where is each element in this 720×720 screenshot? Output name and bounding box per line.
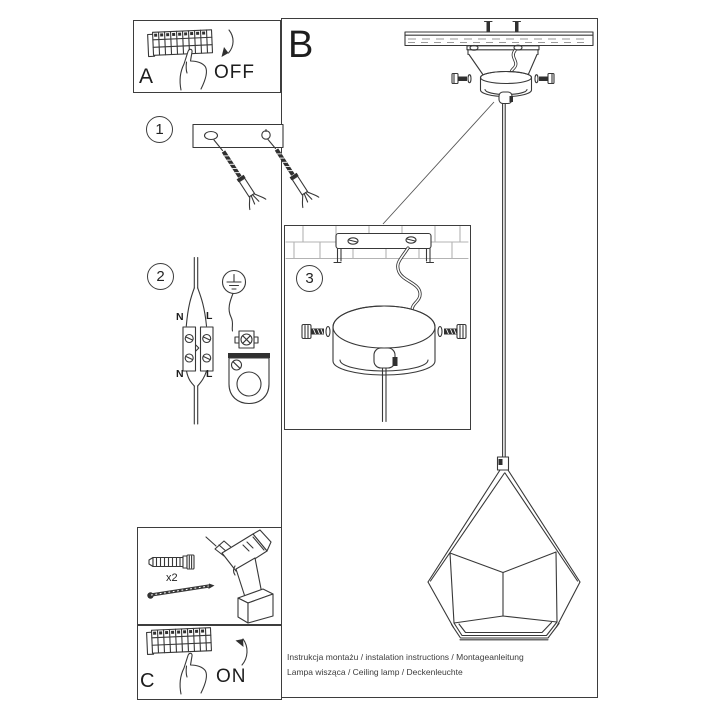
step-1-number: 1 <box>146 116 173 143</box>
mounting-bracket-drawing <box>192 123 284 152</box>
wiring-diagram <box>182 256 214 425</box>
wire-l-top-label: L <box>206 310 213 322</box>
footer-line-2: Lampa wisząca / Ceiling lamp / Deckenleu… <box>287 667 463 677</box>
footer-line-1: Instrukcja montażu / instalation instruc… <box>287 652 524 662</box>
panel-a-box <box>133 20 281 93</box>
panel-b-letter: B <box>288 24 314 66</box>
on-label: ON <box>216 666 247 687</box>
ground-clamp-drawing <box>228 292 270 405</box>
wire-n-bottom-label: N <box>176 368 184 380</box>
wire-n-top-label: N <box>176 311 184 323</box>
panel-c-box <box>137 624 282 700</box>
wire-l-bottom-label: L <box>206 368 213 380</box>
step-3-number: 3 <box>296 265 323 292</box>
step3-detail-box <box>284 225 471 430</box>
panel-a-letter: A <box>139 65 154 88</box>
earth-symbol-icon <box>221 269 247 295</box>
tools-box <box>137 527 282 626</box>
panel-b-box <box>281 18 598 698</box>
step-2-number: 2 <box>147 263 174 290</box>
off-label: OFF <box>214 62 255 83</box>
screw-anchor-icon <box>221 150 267 211</box>
plug-count-label: x2 <box>166 572 178 584</box>
panel-c-letter: C <box>140 670 155 692</box>
